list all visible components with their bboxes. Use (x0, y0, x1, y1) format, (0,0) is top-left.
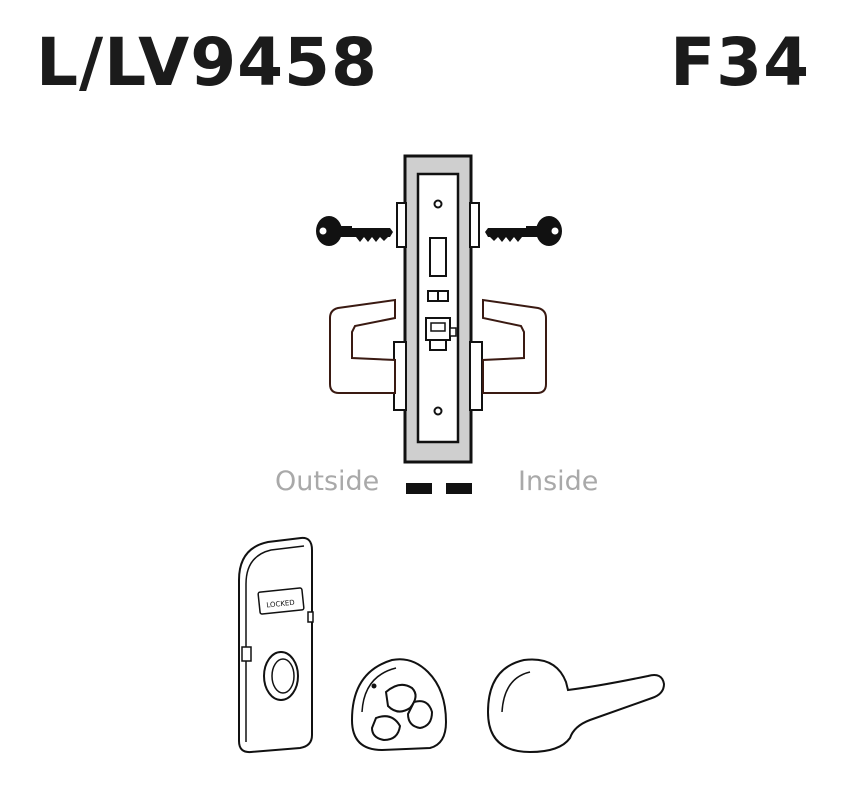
outside-lever-icon (329, 298, 396, 394)
indicator-text: LOCKED (266, 599, 295, 610)
rose-trim (350, 658, 448, 752)
escutcheon-plate: LOCKED (238, 536, 314, 754)
model-number-title: L/LV9458 (36, 24, 378, 101)
outside-cylinder-housing (396, 202, 407, 248)
mortise-lock-body (403, 154, 473, 464)
function-code-title: F34 (670, 24, 810, 101)
divider-dash (406, 483, 432, 494)
outside-label: Outside (275, 466, 380, 497)
inside-key-icon (485, 216, 562, 246)
inside-cylinder-housing (469, 202, 480, 248)
outside-key-icon (316, 216, 393, 246)
lever-trim-icon (486, 658, 666, 754)
divider-dash (446, 483, 472, 494)
inside-lever-icon (482, 298, 547, 394)
inside-label: Inside (518, 466, 599, 497)
inside-rose (469, 341, 483, 411)
